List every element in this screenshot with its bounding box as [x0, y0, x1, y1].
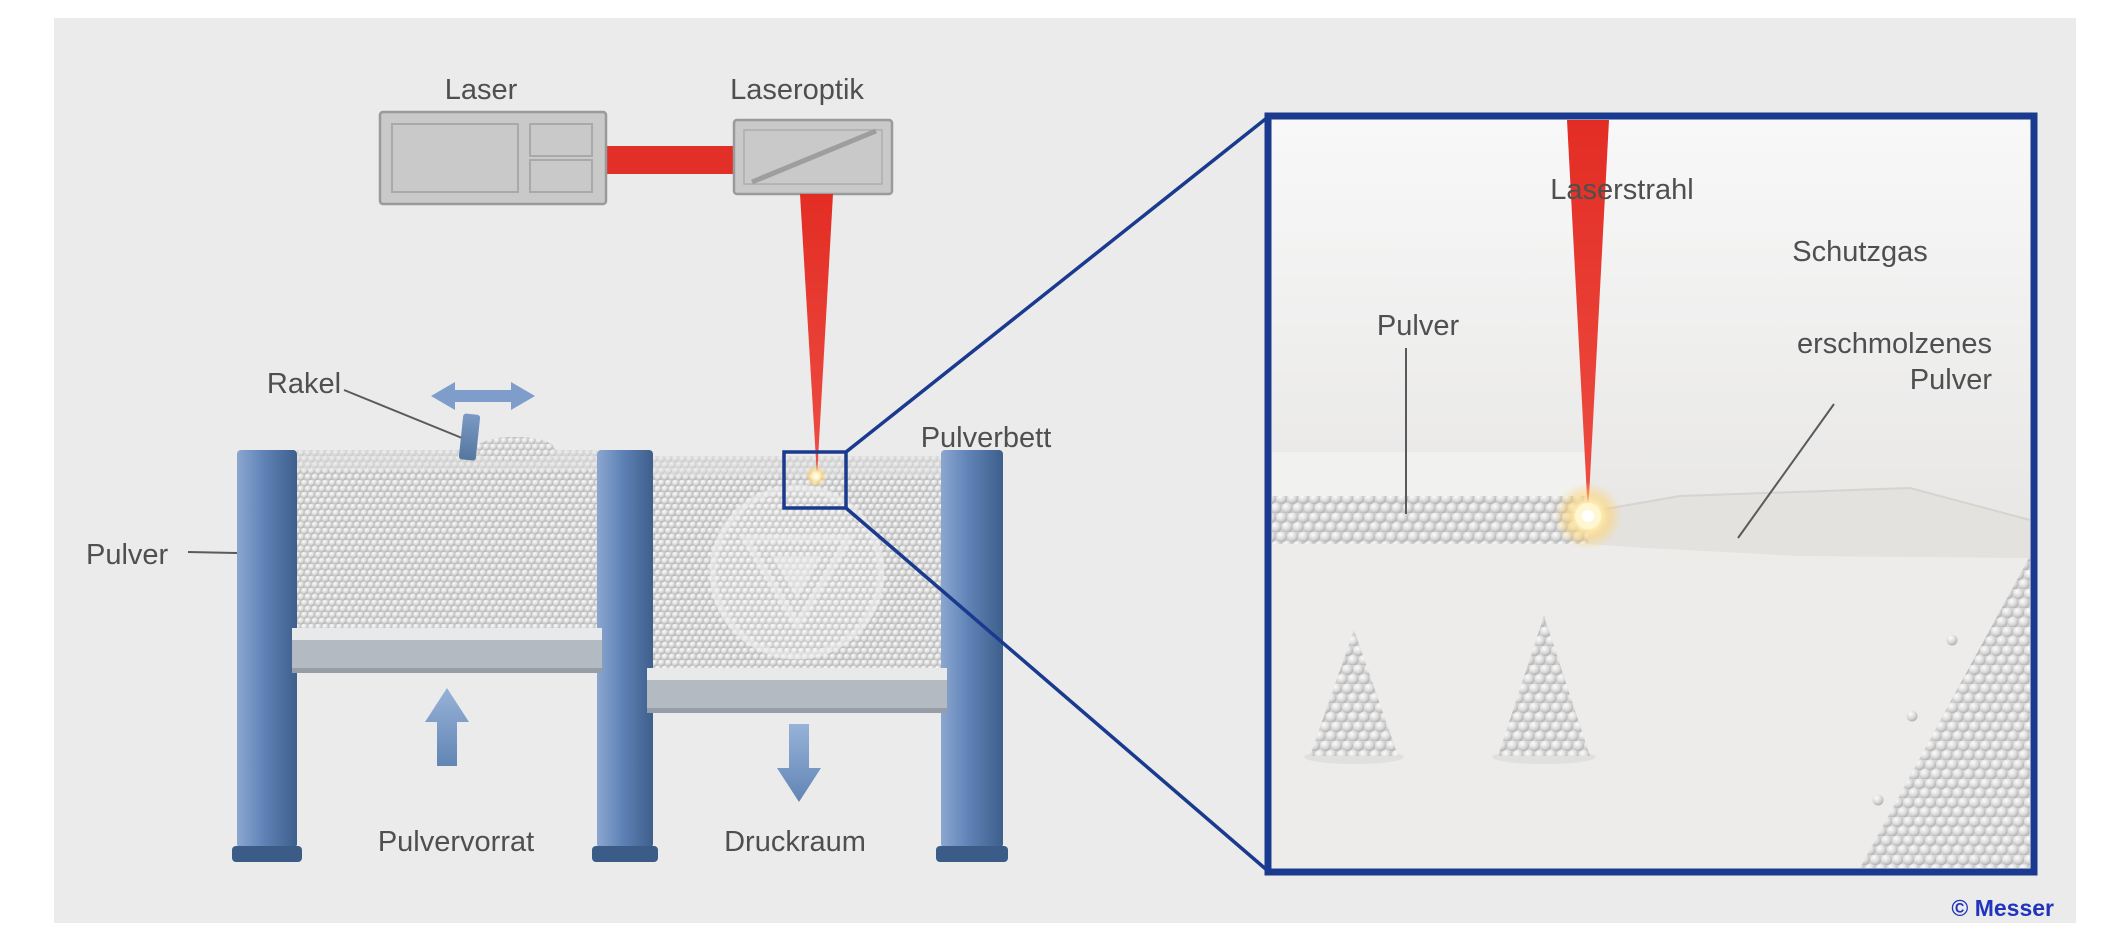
- laser-optics-unit: [732, 118, 894, 196]
- erschmolzenes-pulver-label: erschmolzenes Pulver: [1797, 326, 1992, 399]
- erschmolzenes-line2: Pulver: [1909, 364, 1992, 397]
- inset-powder-pile-left: [1310, 630, 1398, 756]
- laser-unit: [378, 110, 608, 206]
- copyright-credit: © Messer: [1951, 895, 2054, 921]
- schutzgas-label: Schutzgas: [1792, 236, 1928, 268]
- machine-columns: [232, 450, 1008, 862]
- build-platform-down-arrow: [777, 724, 821, 802]
- pulver-machine-label: Pulver: [86, 539, 169, 571]
- messer-logo-watermark: [709, 484, 885, 660]
- inset-powder-layer: [1272, 496, 1588, 544]
- recoater-blade: [458, 413, 481, 461]
- erschmolzenes-line1: erschmolzenes: [1796, 328, 1992, 360]
- powder-supply-up-arrow: [425, 688, 469, 766]
- inset-laser-beam: [1567, 120, 1609, 516]
- inset-illustration: [1272, 120, 2031, 868]
- inset-fresh-layer-surface: [1272, 452, 1588, 498]
- inset-view: [1264, 112, 2038, 876]
- pulver-inset-label: Pulver: [1376, 310, 1460, 342]
- druckraum-label: Druckraum: [724, 826, 866, 858]
- zoom-line-bottom: [844, 506, 1270, 873]
- inset-border: [1264, 112, 2038, 876]
- recoater-direction-arrow: [431, 382, 535, 410]
- inset-powder-slope: [1860, 556, 2030, 868]
- laser-vertical-beam: [800, 194, 833, 477]
- powder-supply-bed: [297, 437, 597, 628]
- machine-diagram: [187, 110, 1008, 862]
- laser-horizontal-beam: [604, 146, 736, 174]
- pulvervorrat-label: Pulvervorrat: [377, 826, 535, 858]
- inset-erschmolzenes-leader-line: [1737, 403, 1835, 539]
- inset-melted-track: [1588, 488, 2030, 558]
- rakel-leader-line: [343, 389, 463, 439]
- zoom-line-top: [844, 115, 1270, 454]
- laser-label: Laser: [444, 74, 518, 106]
- melt-glow: [805, 465, 827, 487]
- supply-piston-platform: [292, 628, 602, 673]
- laserstrahl-label: Laserstrahl: [1550, 174, 1694, 206]
- laseroptik-label: Laseroptik: [730, 74, 864, 106]
- powder-print-bed: [653, 456, 941, 668]
- rakel-label: Rakel: [266, 368, 342, 400]
- pulverbett-label: Pulverbett: [920, 422, 1052, 454]
- build-piston-platform: [647, 668, 947, 713]
- inset-powder-pile-right: [1498, 616, 1590, 756]
- zoom-callout: [782, 115, 1270, 873]
- zoom-source-box: [782, 450, 848, 510]
